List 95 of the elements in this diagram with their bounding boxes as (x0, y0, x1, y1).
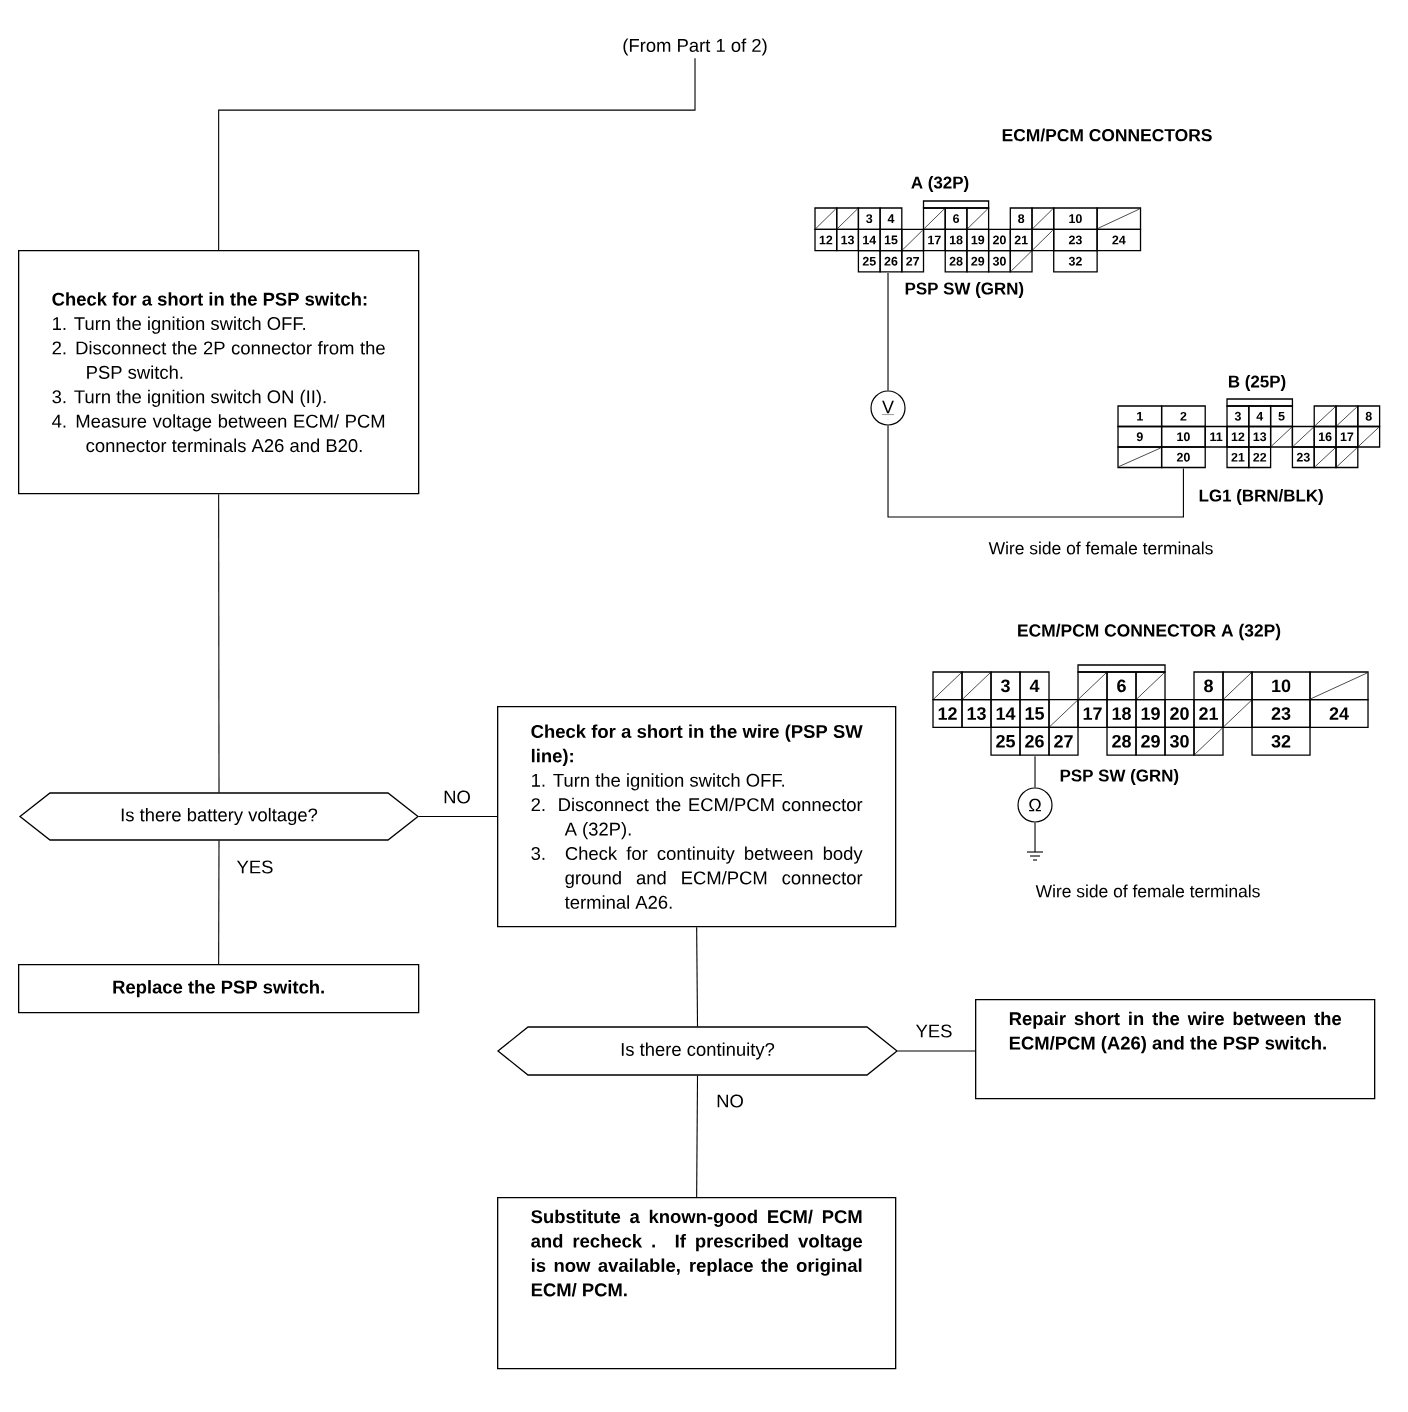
connector-line (1034, 755, 1036, 788)
node-label: 12 (1231, 432, 1245, 442)
node-label: 20 (992, 235, 1006, 245)
node-label: 27 (1054, 734, 1073, 748)
node-label: 23 (1068, 235, 1082, 245)
node-label: 15 (1025, 707, 1044, 720)
ground-symbol (1026, 851, 1044, 861)
node-label: 12 (938, 707, 957, 720)
node-label: 19 (971, 235, 985, 245)
node-label: 13 (1253, 432, 1267, 442)
node-label: 19 (1141, 707, 1160, 720)
node-label: 20 (1176, 452, 1190, 462)
note-text: Wire side of female terminals (1035, 884, 1260, 898)
edge-label: PSP SW (GRN) (1058, 768, 1181, 786)
connector-line (418, 815, 498, 818)
process-box: Check for a short in the PSP switch: 1. Turn the ignition switch OFF. 2. Disconnect the 2P connector from the PSP switch. 3. Turn the ignition switch ON (II). 4. Measure voltage between ECM/ PCM connector terminals A26 and B20. (18, 250, 420, 495)
node-label: 26 (884, 256, 898, 266)
connector-line (1034, 822, 1036, 853)
node-label: 12 (819, 235, 833, 245)
connector-line (696, 1075, 699, 1198)
node-label: 32 (1068, 256, 1082, 266)
node-label: 4 (1029, 679, 1040, 693)
diagram-heading: ECM/PCM CONNECTOR A (32P) (1018, 623, 1281, 641)
node-label: 25 (862, 256, 876, 266)
node-label: 14 (996, 707, 1016, 720)
process-box: Replace the PSP switch. (18, 964, 420, 1014)
node-label: 8 (1204, 679, 1213, 693)
node-label: 30 (992, 256, 1006, 266)
node-label: 28 (1112, 734, 1131, 748)
node-label: 28 (949, 256, 963, 266)
node-label: 18 (949, 235, 963, 245)
node-label: 3 (866, 214, 873, 224)
node-label: 27 (906, 256, 920, 266)
node-label: 29 (971, 256, 985, 266)
node-label: 15 (884, 235, 898, 245)
reference-text: (From Part 1 of 2) (623, 38, 767, 56)
edge-label: NO (715, 1093, 745, 1109)
node-label: 6 (953, 214, 960, 224)
connector-line (218, 840, 220, 965)
node-label: 25 (996, 734, 1015, 748)
node-label: 11 (1210, 432, 1223, 442)
edge-label: YES (235, 859, 275, 875)
node-label: 3 (1000, 679, 1010, 693)
connector-drawing: 3 4 6 8 10 12 13 14 15 17 18 19 20 21 23 24 25 26 27 28 29 30 32 (814, 200, 1142, 273)
node-label: 24 (1329, 707, 1349, 720)
node-label: 17 (928, 235, 941, 245)
edge-label: NO (442, 789, 472, 805)
connector-drawing: 1 2 3 4 5 8 9 10 11 12 13 16 17 20 21 22 23 (1117, 398, 1381, 469)
node-label: 13 (967, 707, 986, 720)
node-label: 13 (841, 235, 855, 245)
node-label: 23 (1296, 452, 1310, 462)
node-label: 29 (1141, 734, 1160, 748)
process-box: Check for a short in the wire (PSP SW line): 1. Turn the ignition switch OFF. 2. Disconnect the ECM/PCM connector A (32P). 3. Check for continuity between body ground and ECM/PCM connector terminal A26. (497, 706, 897, 928)
note-text: Wire side of female terminals (988, 541, 1213, 555)
node-label: 10 (1069, 214, 1082, 224)
connector-heading: A (32P) (911, 176, 969, 192)
node-label: 6 (1117, 679, 1126, 693)
node-label: 21 (1231, 452, 1245, 462)
node-label: 18 (1112, 707, 1131, 720)
node-label: 17 (1340, 432, 1354, 442)
node-label: 24 (1112, 235, 1126, 245)
edge-label: LG1 (BRN/BLK) (1197, 488, 1325, 506)
node-label: 9 (1136, 432, 1143, 442)
node-label: 32 (1271, 734, 1291, 748)
node-label: 23 (1271, 707, 1291, 720)
node-label: 21 (1014, 235, 1028, 245)
process-box: Substitute a known-good ECM/ PCM and recheck . If prescribed voltage is now available, replace the original ECM/ PCM. (497, 1197, 897, 1370)
node-label: 3 (1234, 411, 1241, 421)
node-label: 8 (1365, 411, 1372, 421)
connector-line (218, 493, 220, 793)
node-label: 22 (1253, 452, 1267, 462)
node-label: 5 (1278, 411, 1285, 421)
connector-line (887, 425, 1184, 518)
connector-line (897, 1050, 976, 1052)
node-label: 1 (1137, 411, 1143, 421)
node-label: 14 (863, 235, 877, 245)
node-label: 26 (1025, 734, 1044, 748)
connector-line (696, 926, 699, 1027)
edge-label: YES (914, 1023, 954, 1039)
connector-line (887, 272, 889, 391)
node-label: 30 (1169, 734, 1189, 748)
diagram-heading: ECM/PCM CONNECTORS (1002, 128, 1212, 142)
connector-line (218, 57, 696, 251)
node-label: 16 (1318, 432, 1332, 442)
connector-heading: B (25P) (1229, 375, 1286, 391)
node-label: 21 (1199, 707, 1218, 720)
edge-label: PSP SW (GRN) (903, 281, 1026, 299)
node-label: 20 (1170, 707, 1189, 720)
node-label: 10 (1177, 432, 1190, 442)
connector-drawing: 3 4 6 8 10 12 13 14 15 17 18 19 20 21 23 24 25 26 27 28 29 30 32 (932, 664, 1369, 756)
process-box: Repair short in the wire between the ECM/PCM (A26) and the PSP switch. (975, 999, 1376, 1100)
node-label: 8 (1018, 214, 1025, 224)
node-label: 4 (1256, 411, 1264, 421)
node-label: 4 (887, 214, 895, 223)
node-label: 17 (1083, 707, 1102, 720)
